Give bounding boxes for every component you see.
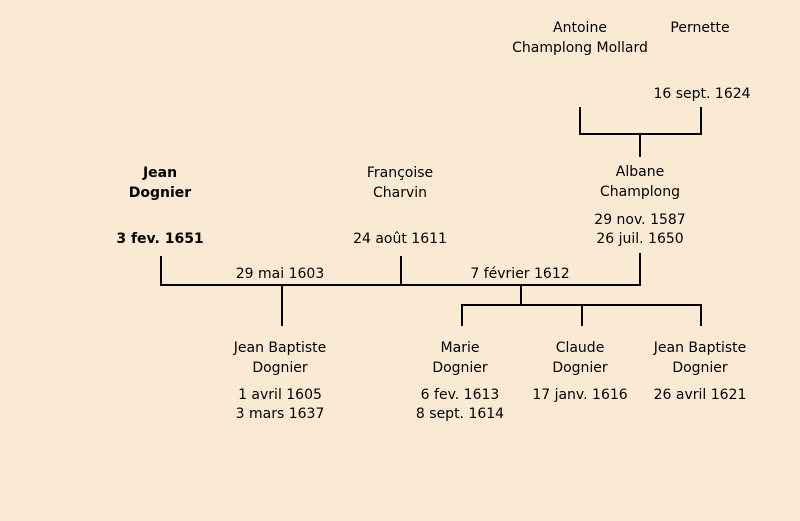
birth-date: 17 janv. 1616 (532, 387, 628, 403)
birth-date: 6 fev. 1613 (420, 387, 500, 403)
person-antoine-champlong-mollard[interactable]: Antoine Champlong Mollard (512, 18, 648, 58)
death-date: 3 fev. 1651 (116, 231, 204, 247)
person-given-name: Françoise (366, 165, 434, 181)
person-given-name: Pernette (670, 20, 730, 36)
connector-albane-ancestor-stem (639, 134, 641, 157)
death-date: 3 mars 1637 (235, 406, 325, 422)
person-marie-dognier[interactable]: Marie Dognier (432, 338, 487, 378)
person-claude-dognier[interactable]: Claude Dognier (552, 338, 607, 378)
connector-child-marie-drop (461, 304, 463, 326)
birth-date: 1 avril 1605 (238, 387, 322, 403)
connector-child-jean-baptiste-2-drop (700, 304, 702, 326)
person-pernette-dates: 16 sept. 1624 (653, 85, 750, 104)
person-jean-dognier-dates: 3 fev. 1651 (116, 230, 203, 249)
marriage-date-jean-albane: 7 février 1612 (470, 266, 570, 282)
person-jean-baptiste-dognier-1-dates: 1 avril 1605 3 mars 1637 (236, 386, 325, 424)
death-date: 24 août 1611 (353, 231, 447, 247)
person-pernette[interactable]: Pernette (670, 18, 729, 38)
person-surname: Dognier (672, 360, 728, 376)
person-given-name: Albane (615, 164, 665, 180)
connector-child-claude-drop (581, 304, 583, 326)
person-surname: Dognier (128, 185, 192, 201)
connector-marriage-bar (160, 284, 641, 286)
connector-albane-drop (639, 253, 641, 286)
person-given-name: Jean Baptiste (653, 340, 747, 356)
person-surname: Dognier (432, 360, 488, 376)
person-surname: Charvin (372, 185, 428, 201)
death-date: 26 juil. 1650 (596, 231, 684, 247)
death-date: 8 sept. 1614 (415, 406, 505, 422)
person-jean-baptiste-dognier-1[interactable]: Jean Baptiste Dognier (234, 338, 327, 378)
connector-children-stem (520, 285, 522, 305)
person-given-name: Jean Baptiste (233, 340, 327, 356)
marriage-date-jean-francoise: 29 mai 1603 (235, 266, 325, 282)
person-surname: Champlong (600, 184, 680, 200)
person-surname: Champlong Mollard (512, 40, 648, 56)
person-francoise-charvin-dates: 24 août 1611 (353, 230, 447, 249)
person-francoise-charvin[interactable]: Françoise Charvin (367, 163, 433, 203)
death-date: 16 sept. 1624 (653, 86, 751, 102)
birth-date: 26 avril 1621 (653, 387, 747, 403)
connector-child-jean-baptiste-1-drop (281, 285, 283, 326)
person-given-name: Jean (142, 165, 178, 181)
person-claude-dognier-dates: 17 janv. 1616 (532, 386, 627, 405)
person-albane-champlong-dates: 29 nov. 1587 26 juil. 1650 (594, 211, 685, 249)
person-given-name: Antoine (553, 20, 607, 36)
person-surname: Dognier (552, 360, 608, 376)
person-albane-champlong[interactable]: Albane Champlong (600, 162, 680, 202)
connector-pernette-drop (700, 107, 702, 135)
person-jean-baptiste-dognier-2-dates: 26 avril 1621 (654, 386, 747, 405)
connector-antoine-drop (579, 107, 581, 135)
person-given-name: Marie (440, 340, 480, 356)
person-jean-dognier[interactable]: Jean Dognier (129, 163, 191, 203)
connector-jean-drop (160, 256, 162, 286)
birth-date: 29 nov. 1587 (594, 212, 686, 228)
person-marie-dognier-dates: 6 fev. 1613 8 sept. 1614 (416, 386, 504, 424)
person-jean-baptiste-dognier-2[interactable]: Jean Baptiste Dognier (654, 338, 747, 378)
person-surname: Dognier (252, 360, 308, 376)
person-given-name: Claude (555, 340, 605, 356)
connector-francoise-drop (400, 256, 402, 286)
